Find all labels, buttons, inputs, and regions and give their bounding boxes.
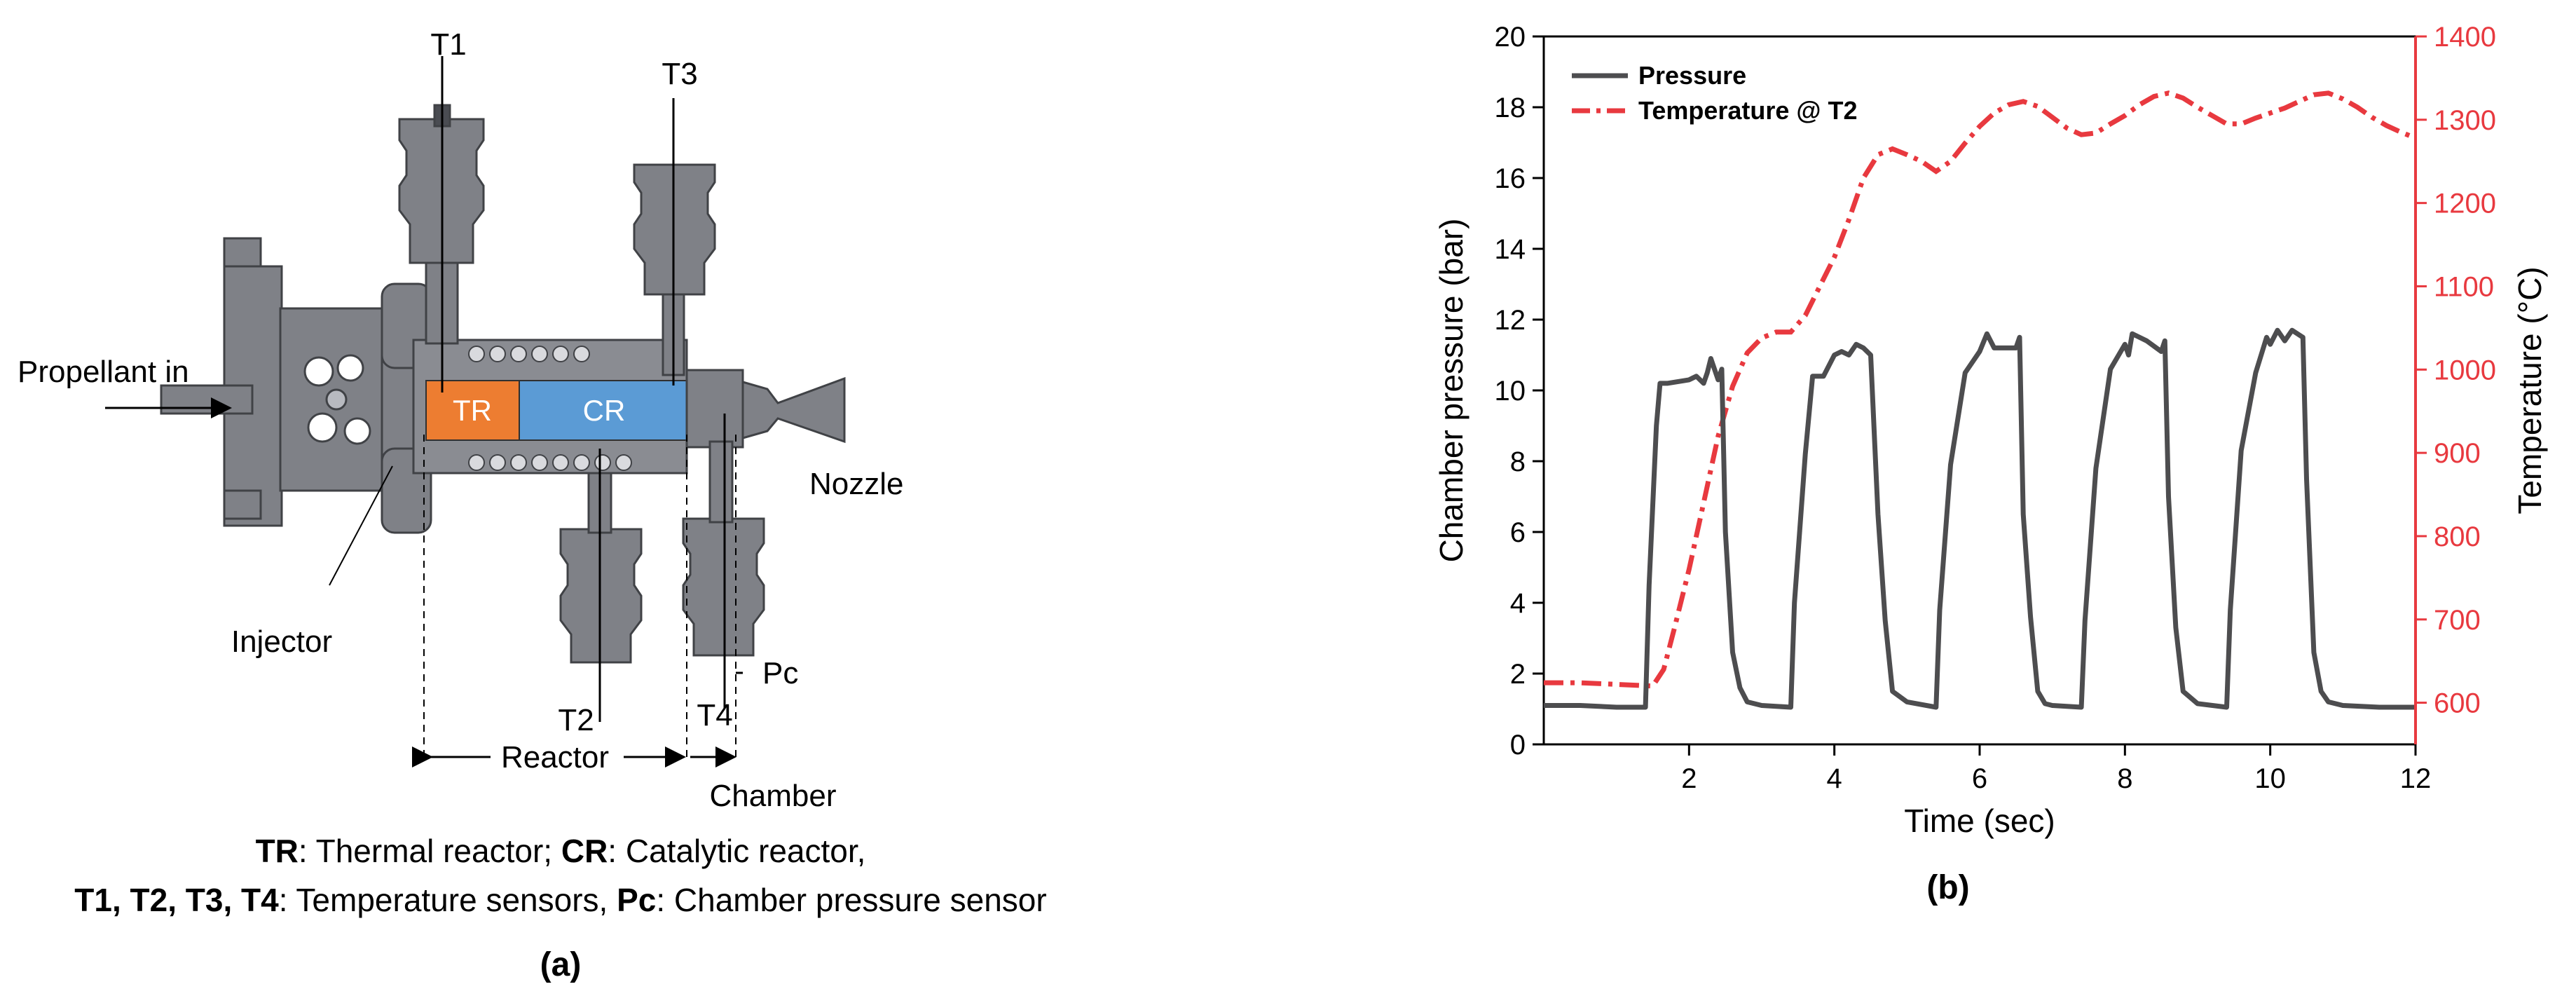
panel-b-label: (b) [1926,869,1969,906]
sensor-leads [441,56,743,722]
x-tick-label: 6 [1972,763,1987,794]
y2-tick-label: 1400 [2434,22,2496,53]
y-tick-label: 20 [1495,22,1526,53]
x-tick-label: 12 [2400,763,2432,794]
y2-tick-label: 900 [2434,438,2481,469]
legend-label-pressure: Pressure [1638,61,1746,90]
y2-tick-label: 1000 [2434,355,2496,385]
chamber-label: Chamber [710,779,837,813]
x-tick-label: 8 [2117,763,2132,794]
y2-tick-label: 1100 [2434,271,2494,302]
y-tick-label: 0 [1510,730,1526,760]
y2-tick-label: 800 [2434,521,2481,552]
x-tick-label: 4 [1827,763,1842,794]
t2-label: T2 [558,703,594,737]
left-axis-ticks: 0 2 4 6 8 10 12 14 16 18 20 [1495,22,1544,760]
cr-label: CR [583,394,626,427]
y-tick-label: 10 [1495,376,1526,407]
y-tick-label: 4 [1510,588,1526,619]
thruster-diagram: TR CR [18,27,1047,983]
reactor-body: TR CR [412,339,688,475]
caption-fragment: T1, T2, T3, T4 [74,882,279,918]
t3-label: T3 [662,57,697,91]
y2-tick-label: 700 [2434,605,2481,636]
caption-fragment: Pc [617,882,656,918]
caption-fragment: : Thermal reactor; [299,833,561,869]
caption-fragment: : Chamber pressure sensor [656,882,1046,918]
propellant-in-label: Propellant in [18,355,189,389]
y-tick-label: 18 [1495,93,1526,123]
nozzle-label: Nozzle [809,467,904,501]
tr-label: TR [453,394,492,427]
y-axis-label: Chamber pressure (bar) [1433,219,1469,563]
y2-tick-label: 600 [2434,688,2481,719]
y-tick-label: 14 [1495,234,1526,265]
injector-leader [329,465,393,586]
y2-tick-label: 1300 [2434,105,2496,136]
nozzle-assembly [685,369,846,449]
pc-label: Pc [762,656,798,690]
series-line-temperature [1544,90,2417,689]
caption-fragment: CR [561,833,608,869]
series-line-pressure [1544,327,2416,710]
x-axis-ticks: 2 4 6 8 10 12 [1681,744,2431,794]
y-tick-label: 6 [1510,517,1526,548]
catalytic-reactor-block [519,380,688,441]
caption-fragment: : Temperature sensors, [279,882,617,918]
injector-label: Injector [231,625,332,659]
caption-line-2: T1, T2, T3, T4: Temperature sensors, Pc:… [74,882,1046,918]
legend: Pressure Temperature @ T2 [1572,61,1858,125]
y-tick-label: 8 [1510,446,1526,477]
pressure-temperature-chart: 0 2 4 6 8 10 12 14 16 18 20 600 700 800 900 1000 1100 12… [1433,22,2548,906]
dimension-guides [423,435,737,760]
y-tick-label: 16 [1495,163,1526,194]
right-axis-ticks: 600 700 800 900 1000 1100 1200 1300 1400 [2416,22,2496,719]
y-tick-label: 2 [1510,659,1526,690]
caption-fragment: : Catalytic reactor, [608,833,865,869]
t1-label: T1 [430,27,466,62]
caption-line-1: TR: Thermal reactor; CR: Catalytic react… [256,833,866,869]
panel-a-label: (a) [540,946,582,983]
legend-label-temperature: Temperature @ T2 [1638,96,1858,125]
diagram-labels: T1 T3 T2 T4 Pc Propellant in Injector No… [18,27,904,813]
caption-fragment: TR [256,833,299,869]
x-tick-label: 10 [2254,763,2286,794]
reactor-label: Reactor [501,740,609,775]
plot-frame [1542,35,2417,746]
t4-label: T4 [697,698,732,732]
y2-tick-label: 1200 [2434,189,2496,219]
x-tick-label: 2 [1681,763,1697,794]
y2-axis-label: Temperature (°C) [2512,266,2548,514]
x-axis-label: Time (sec) [1904,803,2055,839]
y-tick-label: 12 [1495,305,1526,336]
